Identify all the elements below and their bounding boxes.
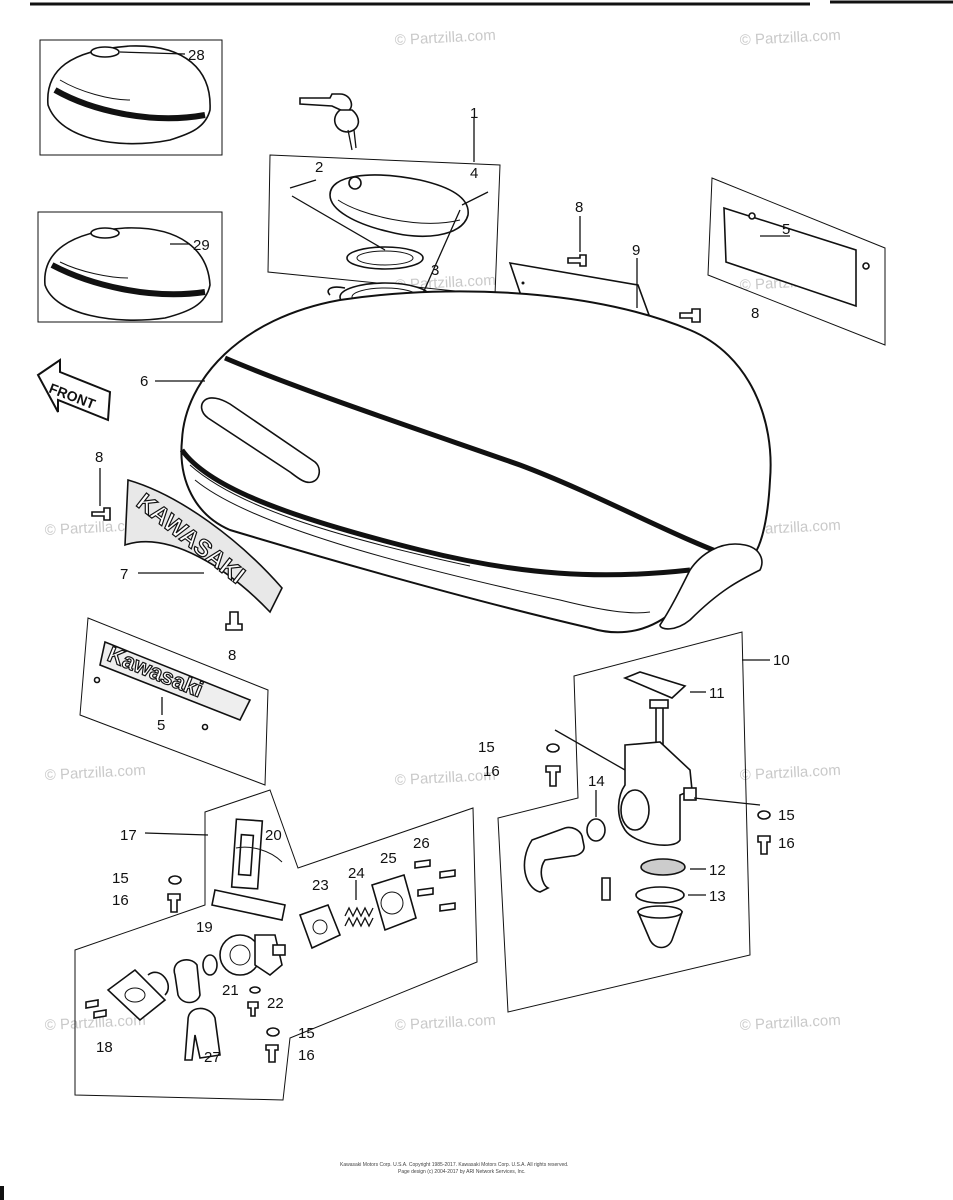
callout-15: 15 bbox=[478, 739, 495, 756]
fuel-tank[interactable]: 6 bbox=[140, 290, 772, 634]
callout-27: 27 bbox=[204, 1049, 221, 1066]
callout-13: 13 bbox=[709, 888, 726, 905]
callout-8: 8 bbox=[228, 647, 236, 664]
callout-29: 29 bbox=[193, 237, 210, 254]
callout-4: 4 bbox=[470, 165, 478, 182]
fuel-petcock-box-10[interactable]: 10 11 15 16 15 16 14 12 bbox=[478, 631, 795, 1013]
watermark: © Partzilla.com bbox=[739, 762, 841, 784]
callout-9: 9 bbox=[632, 242, 640, 259]
callout-2: 2 bbox=[315, 159, 323, 176]
callout-25: 25 bbox=[380, 850, 397, 867]
callout-23: 23 bbox=[312, 877, 329, 894]
callout-10: 10 bbox=[773, 652, 790, 669]
copyright-line: Kawasaki Motors Corp. U.S.A. Copyright 1… bbox=[340, 1162, 568, 1168]
callout-1: 1 bbox=[470, 105, 478, 122]
callout-20: 20 bbox=[265, 827, 282, 844]
callout-16: 16 bbox=[778, 835, 795, 852]
watermark: © Partzilla.com bbox=[44, 517, 146, 539]
callout-17: 17 bbox=[120, 827, 137, 844]
watermark: © Partzilla.com bbox=[44, 762, 146, 784]
callout-18: 18 bbox=[96, 1039, 113, 1056]
callout-5: 5 bbox=[782, 221, 790, 238]
callout-16: 16 bbox=[298, 1047, 315, 1064]
screw-8-left-top[interactable]: 8 bbox=[91, 449, 111, 521]
copyright-line: Page design (c) 2004-2017 by ARI Network… bbox=[398, 1169, 526, 1175]
emblem-plate-box-side[interactable]: Kawasaki 5 bbox=[79, 617, 269, 786]
callout-11: 11 bbox=[709, 685, 725, 702]
callout-15: 15 bbox=[298, 1025, 315, 1042]
callout-24: 24 bbox=[348, 865, 365, 882]
fuel-petcock-box-left[interactable]: 17 20 15 16 23 24 25 26 19 bbox=[74, 789, 478, 1101]
callout-14: 14 bbox=[588, 773, 605, 790]
watermark: © Partzilla.com bbox=[739, 1012, 841, 1034]
callout-22: 22 bbox=[267, 995, 284, 1012]
callout-19: 19 bbox=[196, 919, 213, 936]
corner-mark bbox=[0, 1186, 4, 1200]
screw-8-left-bottom[interactable]: 8 bbox=[225, 611, 243, 664]
tank-variant-28-box[interactable]: 28 bbox=[39, 39, 223, 156]
callout-6: 6 bbox=[140, 373, 148, 390]
watermark: © Partzilla.com bbox=[394, 27, 496, 49]
callout-8: 8 bbox=[575, 199, 583, 216]
watermark: © Partzilla.com bbox=[44, 1012, 146, 1034]
callout-21: 21 bbox=[222, 982, 239, 999]
callout-3: 3 bbox=[431, 262, 439, 279]
emblem-plate-box-top[interactable]: 5 bbox=[707, 177, 886, 346]
callout-5: 5 bbox=[157, 717, 165, 734]
callout-8: 8 bbox=[95, 449, 103, 466]
screw-8-top[interactable]: 8 bbox=[567, 199, 587, 267]
callout-8: 8 bbox=[751, 305, 759, 322]
ignition-keys[interactable] bbox=[299, 93, 360, 151]
watermark: © Partzilla.com bbox=[739, 27, 841, 49]
callout-26: 26 bbox=[413, 835, 430, 852]
copyright-footer: Kawasaki Motors Corp. U.S.A. Copyright 1… bbox=[340, 1162, 568, 1175]
callout-15: 15 bbox=[112, 870, 129, 887]
callout-7: 7 bbox=[120, 566, 128, 583]
callout-15: 15 bbox=[778, 807, 795, 824]
tank-variant-29-box[interactable]: 29 bbox=[37, 211, 223, 323]
front-direction-arrow: FRONT bbox=[36, 358, 112, 422]
callout-12: 12 bbox=[709, 862, 726, 879]
callout-28: 28 bbox=[188, 47, 205, 64]
callout-16: 16 bbox=[483, 763, 500, 780]
screw-8-right[interactable]: 8 bbox=[679, 305, 759, 323]
callout-16: 16 bbox=[112, 892, 129, 909]
watermark: © Partzilla.com bbox=[394, 767, 496, 789]
watermark: © Partzilla.com bbox=[394, 1012, 496, 1034]
